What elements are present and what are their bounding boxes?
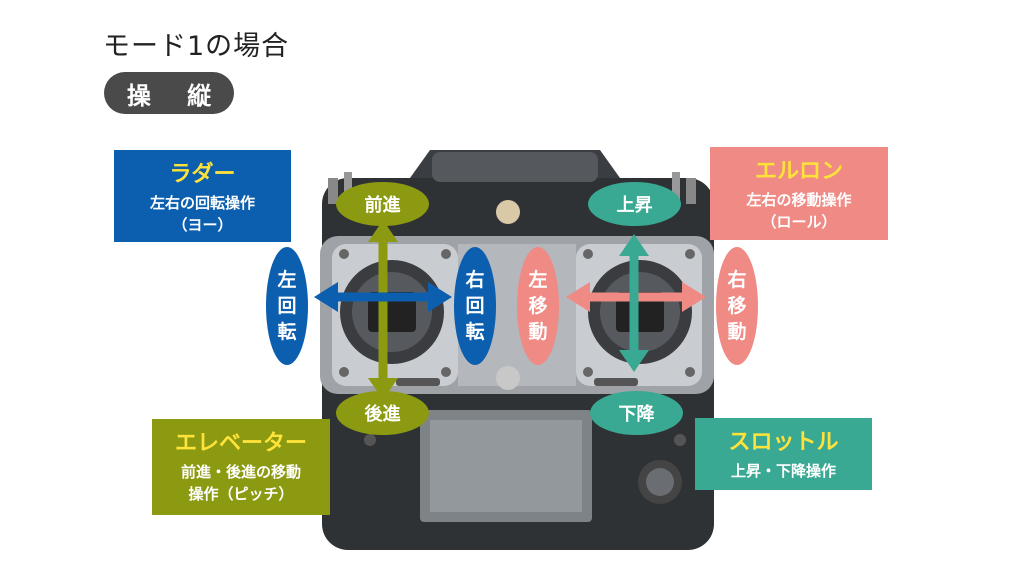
page-title: モード1の場合 (103, 31, 290, 62)
throttle-arrow (619, 234, 649, 372)
move-left-char: 動 (528, 321, 548, 343)
elevator-arrow (368, 220, 398, 400)
rotate-left-char: 転 (277, 321, 297, 343)
move-left-char: 左 (528, 269, 548, 291)
move-right-char: 右 (727, 269, 747, 291)
move-left-label: 左 移 動 (517, 247, 559, 365)
aileron-subnote: （ロール） (761, 213, 837, 231)
elevator-heading: エレベーター (174, 431, 307, 456)
rotate-right-char: 転 (465, 321, 485, 343)
elevator-subnote: 操作（ピッチ） (188, 485, 294, 503)
forward-label: 前進 (336, 182, 429, 226)
rotate-right-char: 右 (465, 269, 485, 291)
rotate-left-char: 左 (277, 269, 297, 291)
rudder-description: 左右の回転操作 (149, 194, 255, 212)
rotate-left-char: 回 (277, 295, 297, 317)
up-label: 上昇 (588, 182, 681, 226)
move-left-char: 移 (528, 295, 548, 317)
rudder-callout: ラダー 左右の回転操作 （ヨー） (114, 150, 291, 242)
rudder-arrow (314, 282, 452, 312)
move-right-label: 右 移 動 (716, 247, 758, 365)
elevator-description: 前進・後進の移動 (180, 463, 301, 481)
aileron-description: 左右の移動操作 (746, 191, 852, 209)
move-right-char: 移 (727, 295, 747, 317)
move-right-char: 動 (727, 321, 747, 343)
section-badge: 操 縦 (104, 72, 234, 114)
backward-label: 後進 (336, 391, 429, 435)
rotate-right-label: 右 回 転 (454, 247, 496, 365)
throttle-description: 上昇・下降操作 (730, 462, 836, 480)
elevator-callout: エレベーター 前進・後進の移動 操作（ピッチ） (152, 419, 330, 515)
throttle-heading: スロットル (728, 430, 839, 455)
aileron-callout: エルロン 左右の移動操作 （ロール） (710, 147, 888, 240)
rudder-heading: ラダー (169, 162, 236, 187)
aileron-heading: エルロン (754, 159, 843, 184)
rudder-subnote: （ヨー） (172, 216, 233, 234)
rotate-left-label: 左 回 転 (266, 247, 308, 365)
rotate-right-char: 回 (465, 295, 485, 317)
down-label: 下降 (590, 391, 683, 435)
throttle-callout: スロットル 上昇・下降操作 (695, 418, 872, 490)
